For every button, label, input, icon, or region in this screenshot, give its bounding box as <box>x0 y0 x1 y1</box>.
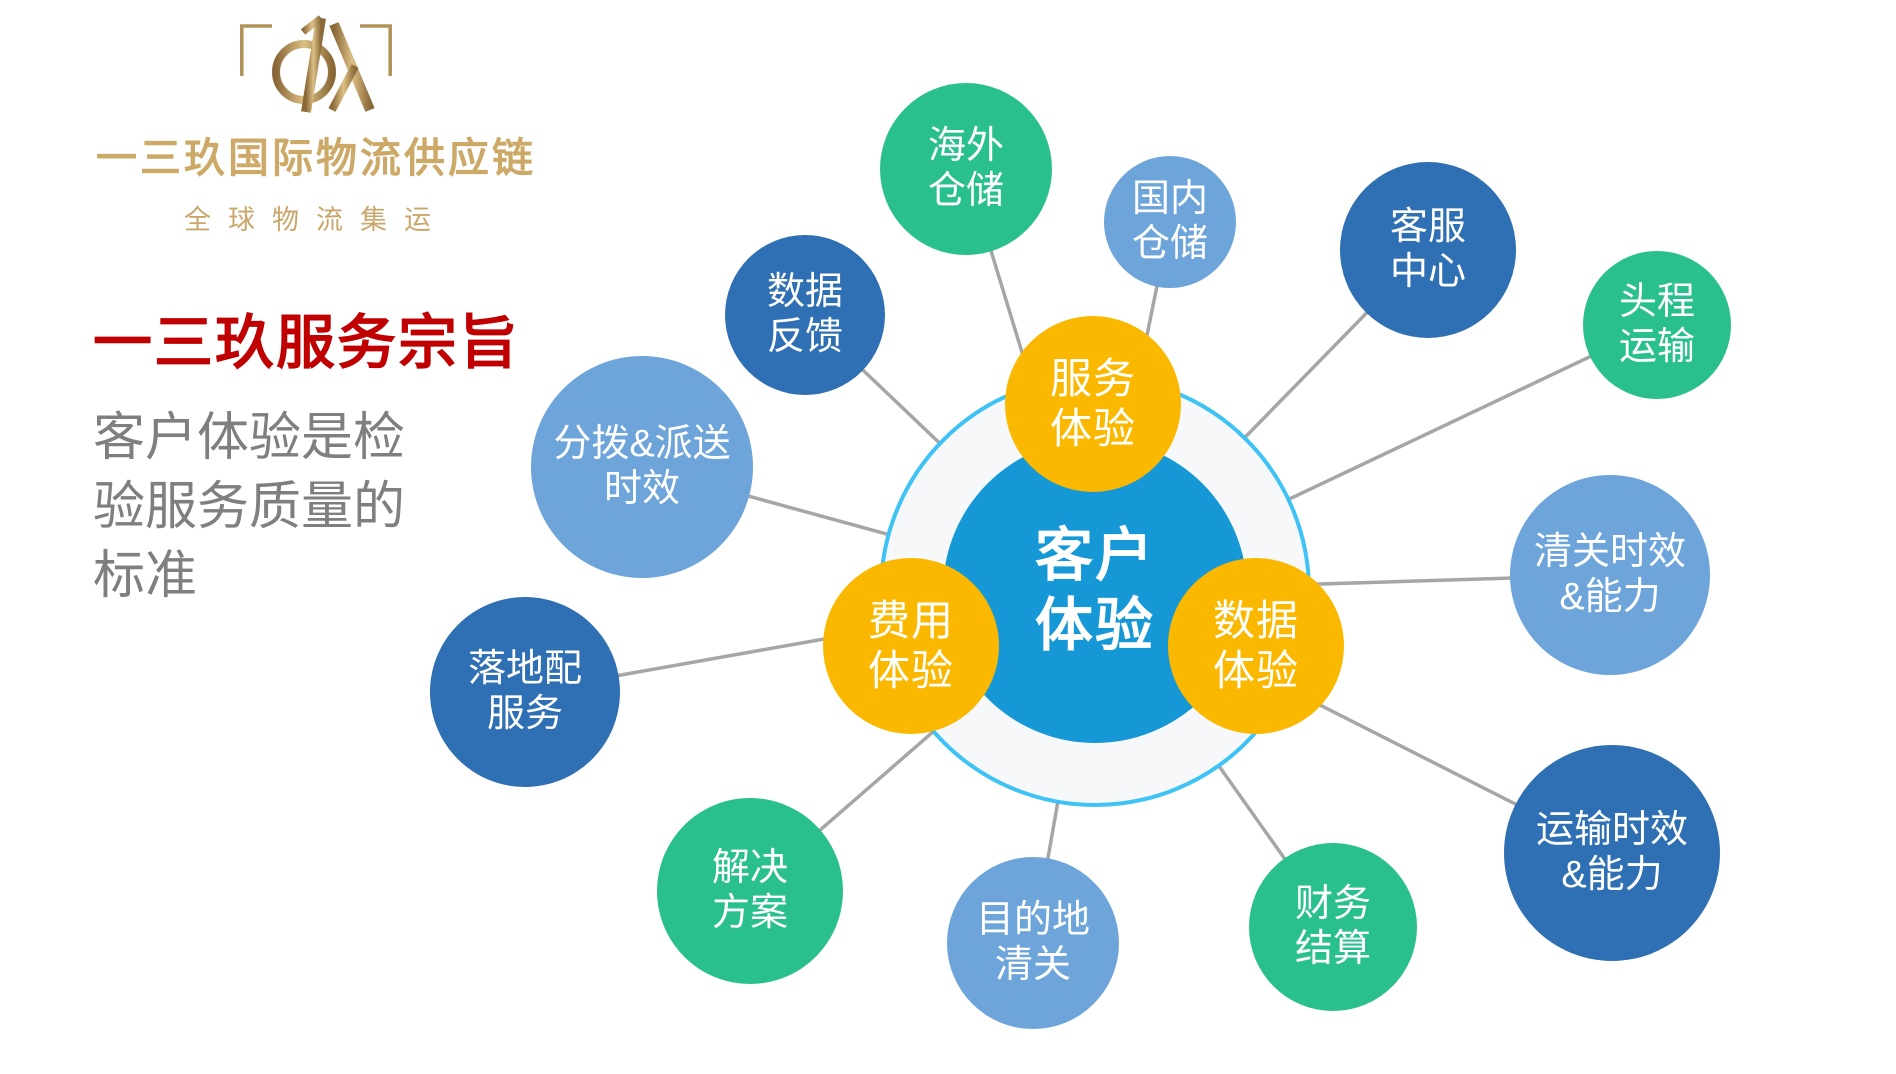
satellite-solutions: 解决 方案 <box>657 798 843 984</box>
slogan-title: 一三玖服务宗旨 <box>93 310 521 376</box>
satellite-destination-customs: 目的地 清关 <box>947 857 1119 1029</box>
satellite-overseas-warehouse: 海外 仓储 <box>880 83 1052 255</box>
satellite-financial-settlement: 财务 结算 <box>1249 843 1417 1011</box>
satellite-customs-time-capability: 清关时效 &能力 <box>1510 475 1710 675</box>
brand-logo: 一三玖国际物流供应链 全球物流集运 <box>78 14 554 237</box>
inner-node-cost-experience: 费用 体验 <box>823 558 999 734</box>
slogan-subtitle: 客户体验是检 验服务质量的 标准 <box>93 409 406 605</box>
satellite-first-leg-transport: 头程 运输 <box>1583 251 1731 399</box>
satellite-data-feedback: 数据 反馈 <box>725 235 885 395</box>
brand-logo-mark-icon <box>240 15 392 113</box>
inner-node-data-experience: 数据 体验 <box>1168 558 1344 734</box>
satellite-sorting-delivery-time: 分拨&派送 时效 <box>531 356 753 578</box>
inner-node-service-experience: 服务 体验 <box>1005 316 1181 492</box>
satellite-transport-time-capability: 运输时效 &能力 <box>1504 745 1720 961</box>
brand-name: 一三玖国际物流供应链 <box>96 135 536 181</box>
satellite-customer-service-center: 客服 中心 <box>1340 162 1516 338</box>
brand-tagline: 全球物流集运 <box>184 205 448 235</box>
satellite-last-mile-delivery: 落地配 服务 <box>430 597 620 787</box>
satellite-domestic-warehouse: 国内 仓储 <box>1104 156 1236 288</box>
